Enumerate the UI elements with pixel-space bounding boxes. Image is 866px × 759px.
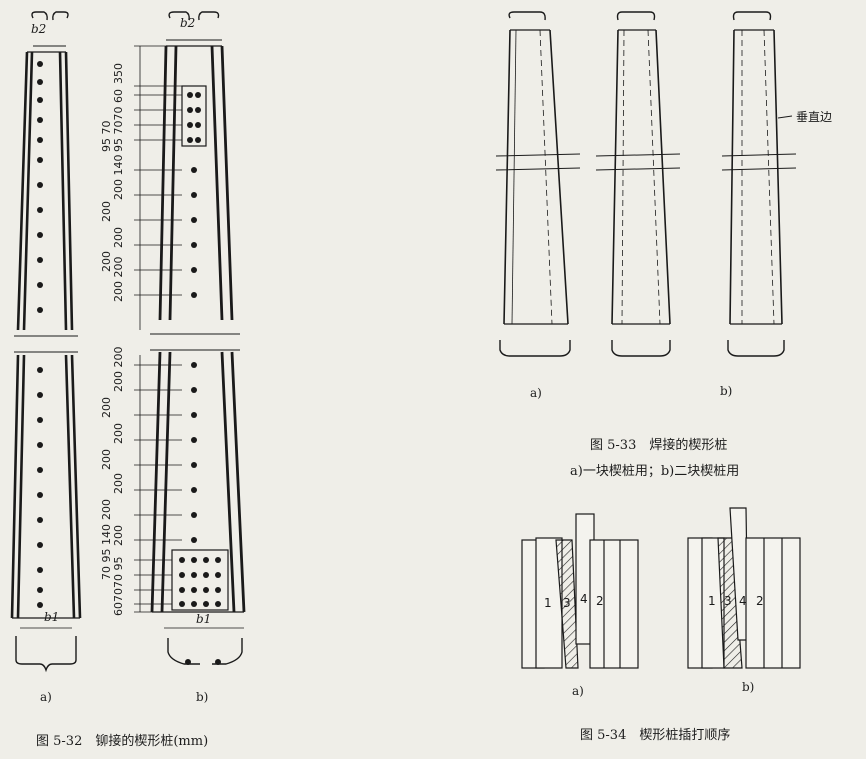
fig532-dim-bottom-2: 200 <box>112 423 125 444</box>
fig532b-pile <box>150 11 246 665</box>
fig532-dim-top-3: 200 140 <box>112 154 125 201</box>
fig533-caption: 图 5-33 焊接的楔形桩 <box>590 438 728 453</box>
fig532b-b2-label: b2 <box>180 16 196 30</box>
fig534-label-b: b) <box>742 680 755 694</box>
fig534a-number-1: 1 <box>544 596 552 610</box>
fig532-dim-bottom-6: 200 <box>112 525 125 546</box>
fig533-annotation-vertical-edge: 垂直边 <box>796 110 833 124</box>
fig534b-number-3: 3 <box>724 594 732 608</box>
fig533-label-a: a) <box>530 386 542 400</box>
fig532-dim-bottom-5: 200 <box>100 499 113 520</box>
fig534-label-a: a) <box>572 684 584 698</box>
fig532-dim-top-7: 200 200 <box>112 256 125 303</box>
fig532-dim-top-1: 95 7070 60 <box>112 89 125 152</box>
fig532-dim-bottom-1: 200 <box>100 397 113 418</box>
fig533-subcaption: a)一块楔桩用；b)二块楔桩用 <box>570 464 740 479</box>
fig532-dim-top-2: 95 70 <box>100 120 113 153</box>
fig532b-rivets <box>179 92 221 665</box>
fig534b-number-2: 2 <box>756 594 764 608</box>
fig532-label-b: b) <box>196 690 209 704</box>
fig532-caption: 图 5-32 铆接的楔形桩(mm) <box>36 734 209 749</box>
fig534a-number-3: 3 <box>563 596 571 610</box>
fig534b-number-4: 4 <box>739 594 747 608</box>
fig532-label-a: a) <box>40 690 52 704</box>
fig532-dim-bottom-3: 200 <box>100 449 113 470</box>
fig532b-dimension-lines <box>134 45 182 613</box>
fig534b-sequence <box>687 507 801 669</box>
fig532-dim-bottom-0: 200 200 <box>112 346 125 393</box>
fig532-dim-top-0: 350 <box>112 63 125 84</box>
fig532a-rivets <box>37 61 43 608</box>
fig532-dim-top-5: 200 <box>112 227 125 248</box>
fig534b-number-1: 1 <box>708 594 716 608</box>
fig533-label-b: b) <box>720 384 733 398</box>
fig532-dim-bottom-4: 200 <box>112 473 125 494</box>
fig534a-sequence <box>521 513 639 669</box>
fig532a-b2-label: b2 <box>31 22 47 36</box>
fig532-dim-top-4: 200 <box>100 201 113 222</box>
fig534-caption: 图 5-34 楔形桩插打顺序 <box>580 728 731 743</box>
fig532b-b1-label: b1 <box>196 612 212 626</box>
fig532-dim-bottom-8: 607070 95 <box>112 556 125 617</box>
fig534a-number-2: 2 <box>596 594 604 608</box>
fig532a-b1-label: b1 <box>44 610 60 624</box>
fig532a-pile <box>10 11 82 673</box>
fig533-piles <box>495 11 797 357</box>
fig534a-number-4: 4 <box>580 592 588 606</box>
